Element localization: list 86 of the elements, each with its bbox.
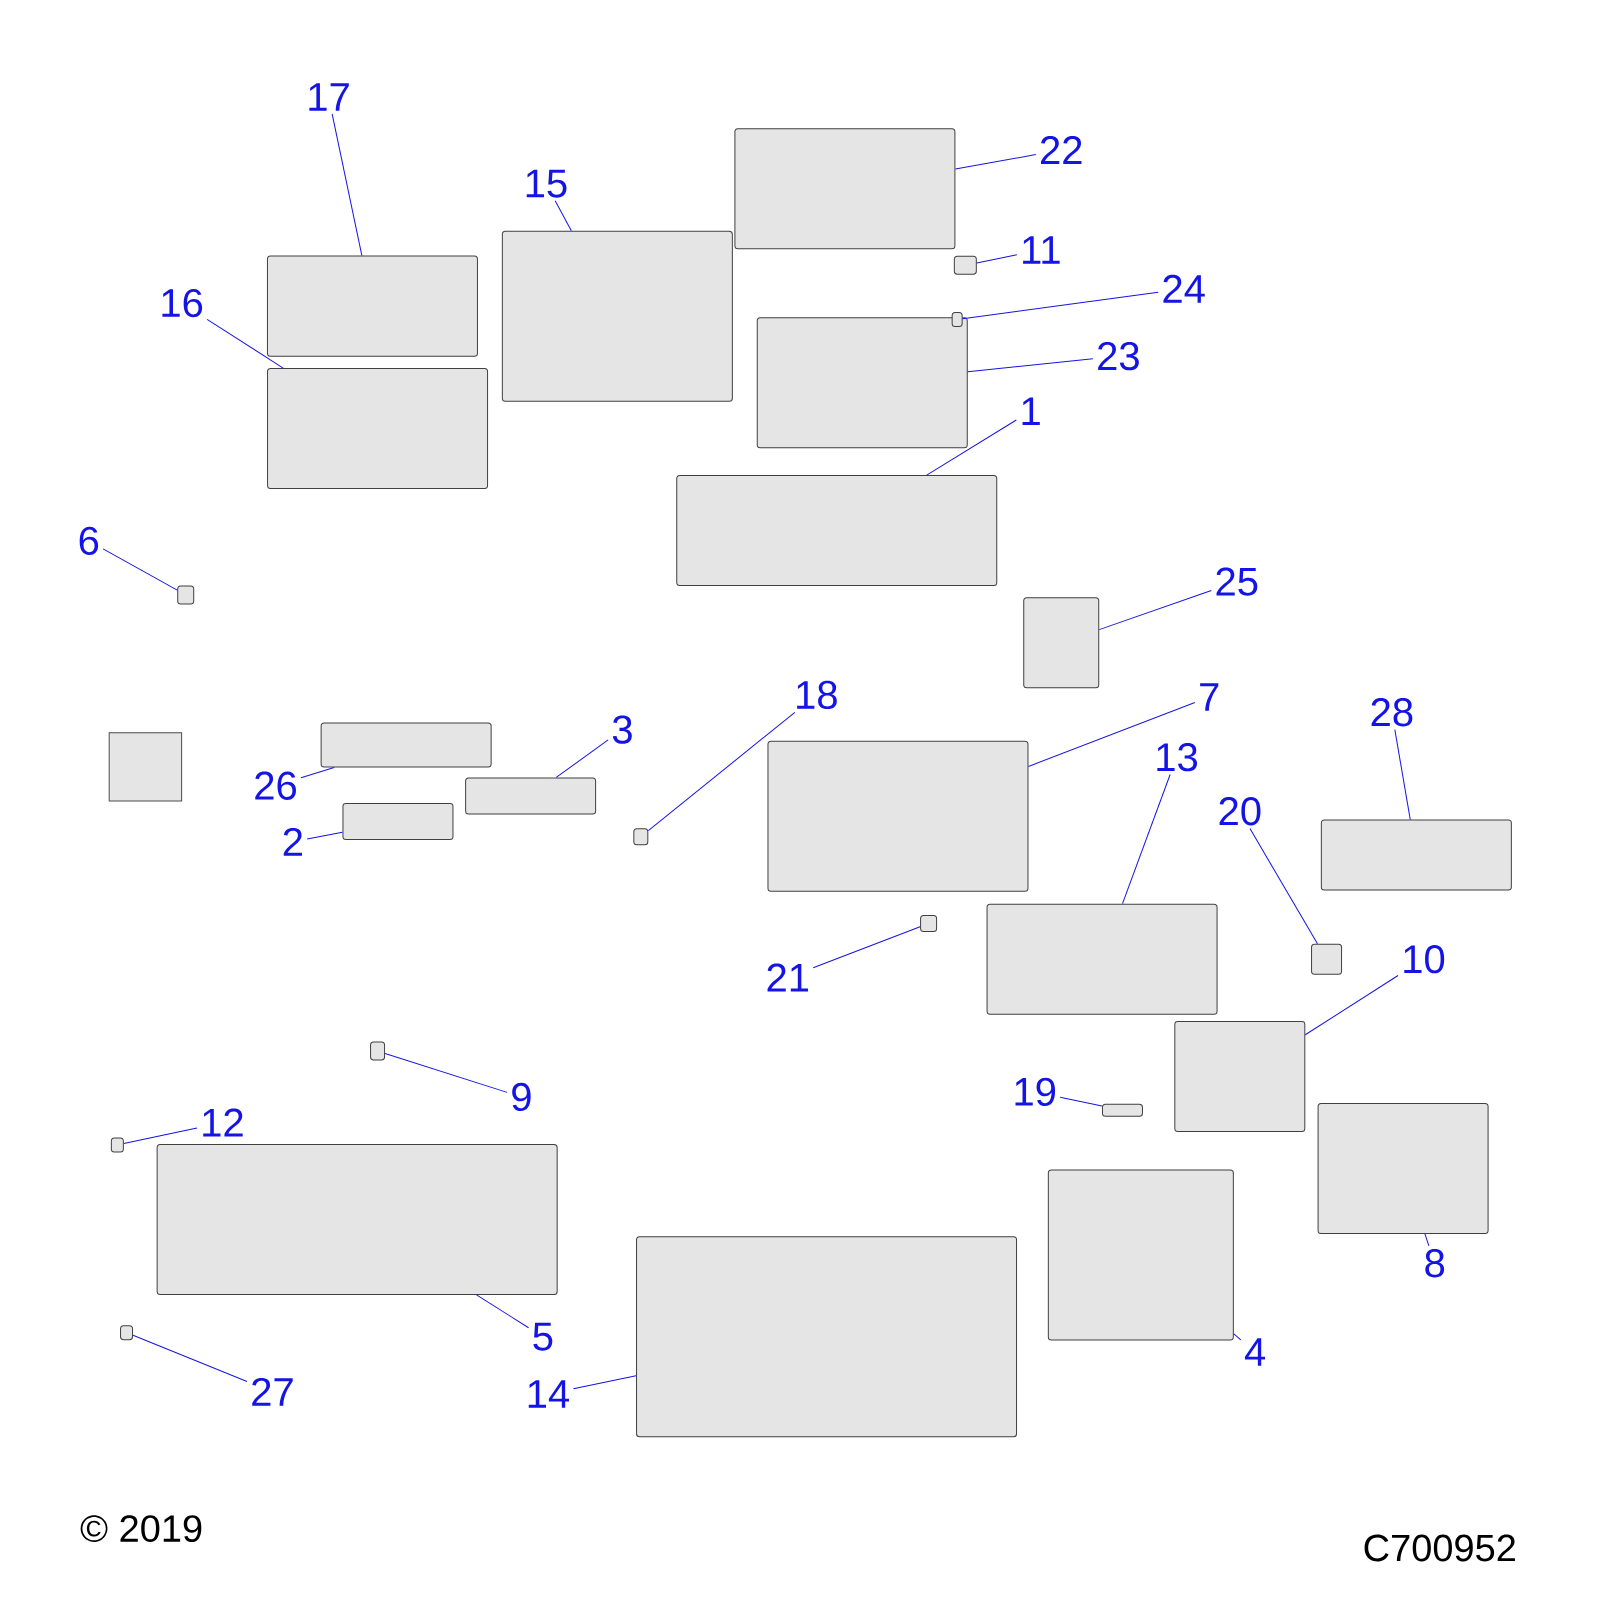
callout-number: 12 [203, 1108, 243, 1137]
callout-number: 10 [1404, 945, 1445, 974]
part-drawing [633, 828, 649, 846]
leader-line [647, 711, 796, 832]
leader-line [1394, 729, 1411, 821]
leader-line [206, 318, 284, 369]
part-drawing [676, 475, 998, 587]
leader-line [132, 1334, 248, 1383]
part-drawing [370, 1041, 386, 1061]
callout-number: 19 [1015, 1077, 1056, 1106]
callout-number: 24 [1163, 274, 1205, 303]
leader-line [954, 154, 1037, 170]
part-drawing [320, 722, 492, 768]
leader-line [1059, 1096, 1103, 1107]
part-drawing [342, 802, 454, 840]
part-drawing [986, 903, 1218, 1015]
callout-number: 17 [309, 83, 349, 111]
callout-number: 7 [1200, 683, 1219, 711]
part-drawing [734, 128, 956, 250]
part-drawing [1023, 597, 1100, 689]
part-drawing [1317, 1102, 1489, 1234]
leader-line [572, 1375, 637, 1390]
callout-number: 22 [1041, 136, 1082, 164]
leader-line [306, 831, 343, 840]
callout-number: 26 [255, 771, 296, 800]
part-drawing [156, 1143, 558, 1295]
callout-number: 27 [252, 1377, 293, 1406]
part-drawing [1101, 1103, 1143, 1117]
part-drawing [951, 311, 963, 327]
part-drawing [267, 368, 489, 490]
leader-line [967, 358, 1094, 373]
leader-line [812, 926, 921, 969]
leader-line [962, 291, 1159, 320]
leader-line [1304, 974, 1399, 1036]
part-drawing [1320, 819, 1512, 891]
leader-line [384, 1052, 508, 1093]
callout-number: 15 [526, 169, 567, 198]
leader-line [331, 113, 363, 257]
part-drawing [177, 585, 195, 605]
callout-number: 21 [767, 963, 809, 992]
note-text: © 2019 [80, 1515, 202, 1543]
leader-line [1028, 701, 1196, 767]
part-drawing [636, 1236, 1018, 1438]
part-drawing [465, 777, 597, 815]
callout-number: 3 [612, 715, 632, 744]
leader-line [976, 254, 1018, 264]
part-drawing [1311, 943, 1343, 975]
leader-line [1122, 774, 1171, 905]
callout-number: 18 [797, 680, 837, 710]
callout-number: 20 [1219, 797, 1261, 826]
part-drawing [266, 255, 478, 357]
leader-line [123, 1127, 198, 1145]
leader-line [555, 739, 609, 778]
part-drawing [120, 1325, 134, 1341]
callout-number: 9 [512, 1082, 531, 1112]
callout-number: 25 [1216, 567, 1258, 596]
part-drawing [110, 1137, 124, 1153]
leader-line [1249, 828, 1318, 945]
callout-number: 4 [1244, 1338, 1266, 1366]
part-drawing [501, 230, 733, 402]
part-drawing [1174, 1021, 1306, 1133]
leader-line [476, 1294, 530, 1329]
leader-line [554, 200, 572, 232]
note-text: C700952 [1364, 1534, 1515, 1562]
leader-line [1233, 1333, 1242, 1341]
leader-line [102, 548, 178, 591]
part-drawing [756, 317, 968, 449]
callout-number: 6 [79, 526, 99, 555]
callout-number: 28 [1371, 698, 1413, 727]
part-drawing [920, 915, 938, 932]
callout-number: 14 [528, 1380, 569, 1408]
callout-number: 23 [1098, 341, 1139, 371]
callout-number: 2 [283, 827, 302, 856]
leader-line [1098, 590, 1212, 631]
callout-number: 1 [1022, 397, 1040, 425]
leader-line [1424, 1233, 1430, 1247]
part-drawing [767, 740, 1029, 892]
part-drawing [1047, 1169, 1234, 1341]
leader-line [300, 766, 335, 779]
callout-number: 11 [1023, 236, 1060, 264]
callout-number: 8 [1425, 1249, 1445, 1278]
part-drawing [953, 255, 977, 275]
callout-number: 13 [1157, 743, 1197, 772]
callout-number: 5 [533, 1322, 553, 1351]
leader-line [926, 419, 1017, 476]
callout-number: 16 [162, 288, 203, 318]
